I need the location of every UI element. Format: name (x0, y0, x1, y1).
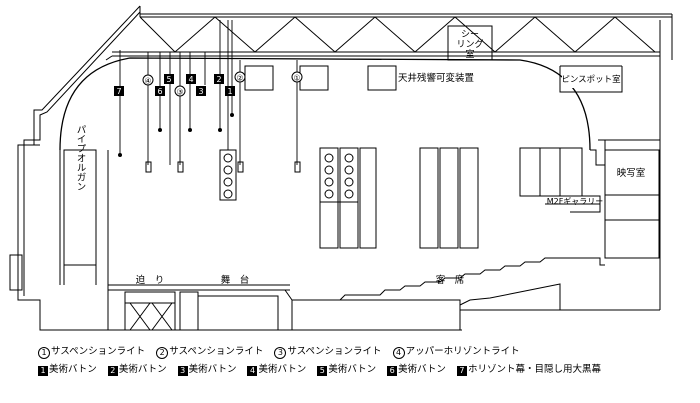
svg-text:②: ② (236, 74, 243, 83)
light-fixtures (145, 161, 301, 173)
marker-circle-2: ② (234, 71, 246, 83)
label-pinspot-room: ピンスポット室 (561, 74, 621, 85)
marker-square-5: 5 (164, 74, 174, 84)
marker-square-7: 7 (114, 86, 124, 96)
booth-detail (519, 147, 601, 213)
marker-square-6: 6 (155, 86, 165, 96)
audience-rake (292, 257, 660, 311)
label-projection-room: 映写室 (617, 167, 646, 179)
label-ceiling-room-2: リング (456, 38, 483, 50)
light-ladder (219, 149, 237, 201)
hall-cross-section: ④ ③ ② ① 5 4 6 3 2 1 7 シー リング 室 (9, 5, 673, 331)
svg-text:5: 5 (166, 75, 171, 84)
label-pipe-organ: パイプオルガン (75, 125, 87, 192)
marker-circle-3: ③ (174, 85, 186, 97)
batten-weights (118, 113, 234, 157)
right-structure (559, 60, 661, 310)
marker-square-2: 2 (214, 74, 224, 84)
label-audience: 客 席 (436, 274, 465, 286)
label-gallery: M2Fギャラリー (547, 197, 604, 206)
svg-text:④: ④ (144, 77, 151, 86)
svg-text:2: 2 (216, 75, 221, 84)
label-ceiling-reflector: 天井残響可変装置 (398, 72, 474, 84)
svg-text:7: 7 (116, 87, 121, 96)
svg-text:4: 4 (188, 75, 193, 84)
label-seri: 迫 り (136, 274, 165, 286)
stage-floor (107, 284, 461, 331)
svg-text:6: 6 (157, 87, 162, 96)
svg-text:1: 1 (227, 87, 232, 96)
outer-wall-left (9, 5, 462, 331)
svg-text:3: 3 (198, 87, 203, 96)
marker-square-1: 1 (225, 86, 235, 96)
label-stage: 舞 台 (221, 274, 250, 286)
light-rack-right (419, 147, 479, 249)
label-ceiling-room-3: 室 (465, 48, 474, 60)
section-drawing: ④ ③ ② ① 5 4 6 3 2 1 7 シー リング 室 (9, 5, 673, 331)
svg-text:①: ① (293, 74, 300, 83)
light-rack-center (319, 147, 377, 249)
batten-lines (119, 20, 298, 165)
marker-circle-4: ④ (142, 74, 154, 86)
label-ceiling-room-1: シー (461, 30, 479, 40)
marker-circle-1: ① (291, 71, 303, 83)
hall-arch (59, 57, 591, 151)
marker-square-3: 3 (196, 86, 206, 96)
marker-square-4: 4 (186, 74, 196, 84)
roof-truss (105, 6, 673, 61)
svg-text:③: ③ (176, 88, 183, 97)
